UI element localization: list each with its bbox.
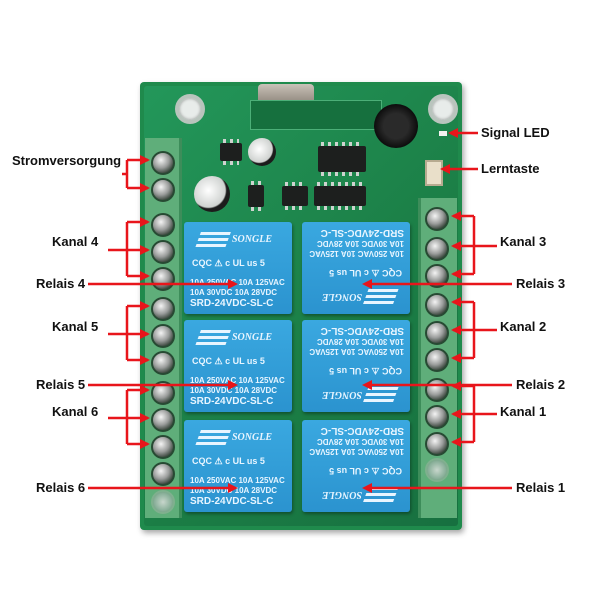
relay-relais-6: SONGLE CQC ⚠ c UL us 5 10A 250VAC 10A 125V… xyxy=(184,420,292,512)
relay-cert: CQC ⚠ c UL us 5 xyxy=(329,268,402,278)
relay-brand: SONGLE xyxy=(232,234,273,245)
terminal-screw-right-1 xyxy=(425,207,449,231)
terminal-screw-left-2 xyxy=(151,178,175,202)
regulator-chip xyxy=(220,139,242,165)
terminal-screw-right-4 xyxy=(425,293,449,317)
crystal-oscillator xyxy=(258,84,314,104)
label-kanal-5: Kanal 5 xyxy=(52,319,99,334)
label-kanal-6: Kanal 6 xyxy=(52,404,99,419)
relay-model: SRD-24VDC-SL-C xyxy=(320,227,404,238)
label-kanal-2: Kanal 2 xyxy=(500,319,547,334)
terminal-screw-right-8 xyxy=(425,405,449,429)
relay-spec-dc: 10A 30VDC 10A 28VDC xyxy=(190,386,278,395)
relay-spec-dc: 10A 30VDC 10A 28VDC xyxy=(190,288,278,297)
terminal-screw-right-6 xyxy=(425,348,449,372)
relay-spec-ac: 10A 250VAC 10A 125VAC xyxy=(309,447,404,456)
songle-logo-icon xyxy=(363,386,399,402)
relay-spec-dc: 10A 30VDC 10A 28VDC xyxy=(316,437,404,446)
relay-cert: CQC ⚠ c UL us 5 xyxy=(192,456,265,466)
relay-cert: CQC ⚠ c UL us 5 xyxy=(192,356,265,366)
terminal-screw-right-5 xyxy=(425,321,449,345)
label-stromversorgung: Stromversorgung xyxy=(12,153,122,168)
mounting-hole xyxy=(428,94,458,124)
songle-logo-icon xyxy=(195,232,231,248)
songle-logo-icon xyxy=(363,486,399,502)
terminal-screw-left-6 xyxy=(151,297,175,321)
terminal-screw-left-9 xyxy=(151,381,175,405)
relay-relais-4: SONGLE CQC ⚠ c UL us 5 10A 250VAC 10A 125V… xyxy=(184,222,292,314)
relay-cert: CQC ⚠ c UL us 5 xyxy=(192,258,265,268)
ic-u2 xyxy=(282,182,308,210)
label-relais-1: Relais 1 xyxy=(516,480,566,495)
relay-brand: SONGLE xyxy=(232,332,273,343)
relay-relais-5: SONGLE CQC ⚠ c UL us 5 10A 250VAC 10A 125V… xyxy=(184,320,292,412)
terminal-screw-right-3 xyxy=(425,264,449,288)
relay-spec-dc: 10A 30VDC 10A 28VDC xyxy=(316,239,404,248)
terminal-screw-left-11 xyxy=(151,435,175,459)
terminal-screw-right-9 xyxy=(425,432,449,456)
songle-logo-icon xyxy=(195,430,231,446)
label-relais-4: Relais 4 xyxy=(36,276,86,291)
terminal-screw-left-12 xyxy=(151,462,175,486)
label-signal-led: Signal LED xyxy=(481,125,550,140)
relay-model: SRD-24VDC-SL-C xyxy=(190,298,274,309)
relay-cert: CQC ⚠ c UL us 5 xyxy=(329,366,402,376)
buzzer xyxy=(374,104,418,148)
label-relais-6: Relais 6 xyxy=(36,480,86,495)
rf-receiver-module xyxy=(250,100,382,130)
label-kanal-4: Kanal 4 xyxy=(52,234,99,249)
terminal-screw-left-8 xyxy=(151,351,175,375)
relay-relais-2: SONGLE CQC ⚠ c UL us 5 10A 250VAC 10A 125V… xyxy=(302,320,410,412)
relay-spec-ac: 10A 250VAC 10A 125VAC xyxy=(190,376,285,385)
relay-spec-ac: 10A 250VAC 10A 125VAC xyxy=(190,278,285,287)
large-capacitor xyxy=(194,176,230,212)
signal-led xyxy=(439,131,447,136)
label-lerntaste: Lerntaste xyxy=(481,161,540,176)
relay-relais-1: SONGLE CQC ⚠ c UL us 5 10A 250VAC 10A 125V… xyxy=(302,420,410,512)
label-kanal-3: Kanal 3 xyxy=(500,234,547,249)
learn-button[interactable] xyxy=(425,160,443,186)
ic-u1 xyxy=(318,142,366,176)
small-capacitor xyxy=(248,138,276,166)
relay-spec-ac: 10A 250VAC 10A 125VAC xyxy=(190,476,285,485)
mounting-hole-right xyxy=(425,458,449,482)
mounting-hole-left xyxy=(151,490,175,514)
relay-spec-ac: 10A 250VAC 10A 125VAC xyxy=(309,347,404,356)
label-relais-2: Relais 2 xyxy=(516,377,566,392)
songle-logo-icon xyxy=(363,288,399,304)
relay-spec-dc: 10A 30VDC 10A 28VDC xyxy=(316,337,404,346)
relay-cert: CQC ⚠ c UL us 5 xyxy=(329,466,402,476)
relay-brand: SONGLE xyxy=(321,291,362,302)
label-relais-5: Relais 5 xyxy=(36,377,86,392)
terminal-screw-left-4 xyxy=(151,240,175,264)
relay-brand: SONGLE xyxy=(321,489,362,500)
terminal-screw-left-10 xyxy=(151,408,175,432)
songle-logo-icon xyxy=(195,330,231,346)
transistor xyxy=(248,181,264,211)
relay-model: SRD-24VDC-SL-C xyxy=(190,396,274,407)
relay-model: SRD-24VDC-SL-C xyxy=(320,425,404,436)
relay-brand: SONGLE xyxy=(232,432,273,443)
relay-spec-ac: 10A 250VAC 10A 125VAC xyxy=(309,249,404,258)
relay-spec-dc: 10A 30VDC 10A 28VDC xyxy=(190,486,278,495)
relay-model: SRD-24VDC-SL-C xyxy=(320,325,404,336)
terminal-screw-left-3 xyxy=(151,213,175,237)
relay-model: SRD-24VDC-SL-C xyxy=(190,496,274,507)
terminal-screw-left-5 xyxy=(151,267,175,291)
terminal-screw-left-1 xyxy=(151,151,175,175)
terminal-screw-left-7 xyxy=(151,324,175,348)
mounting-hole xyxy=(175,94,205,124)
terminal-screw-right-7 xyxy=(425,378,449,402)
label-kanal-1: Kanal 1 xyxy=(500,404,547,419)
relay-relais-3: SONGLE CQC ⚠ c UL us 5 10A 250VAC 10A 125V… xyxy=(302,222,410,314)
ic-u3 xyxy=(314,182,366,210)
relay-brand: SONGLE xyxy=(321,389,362,400)
terminal-screw-right-2 xyxy=(425,237,449,261)
label-relais-3: Relais 3 xyxy=(516,276,566,291)
